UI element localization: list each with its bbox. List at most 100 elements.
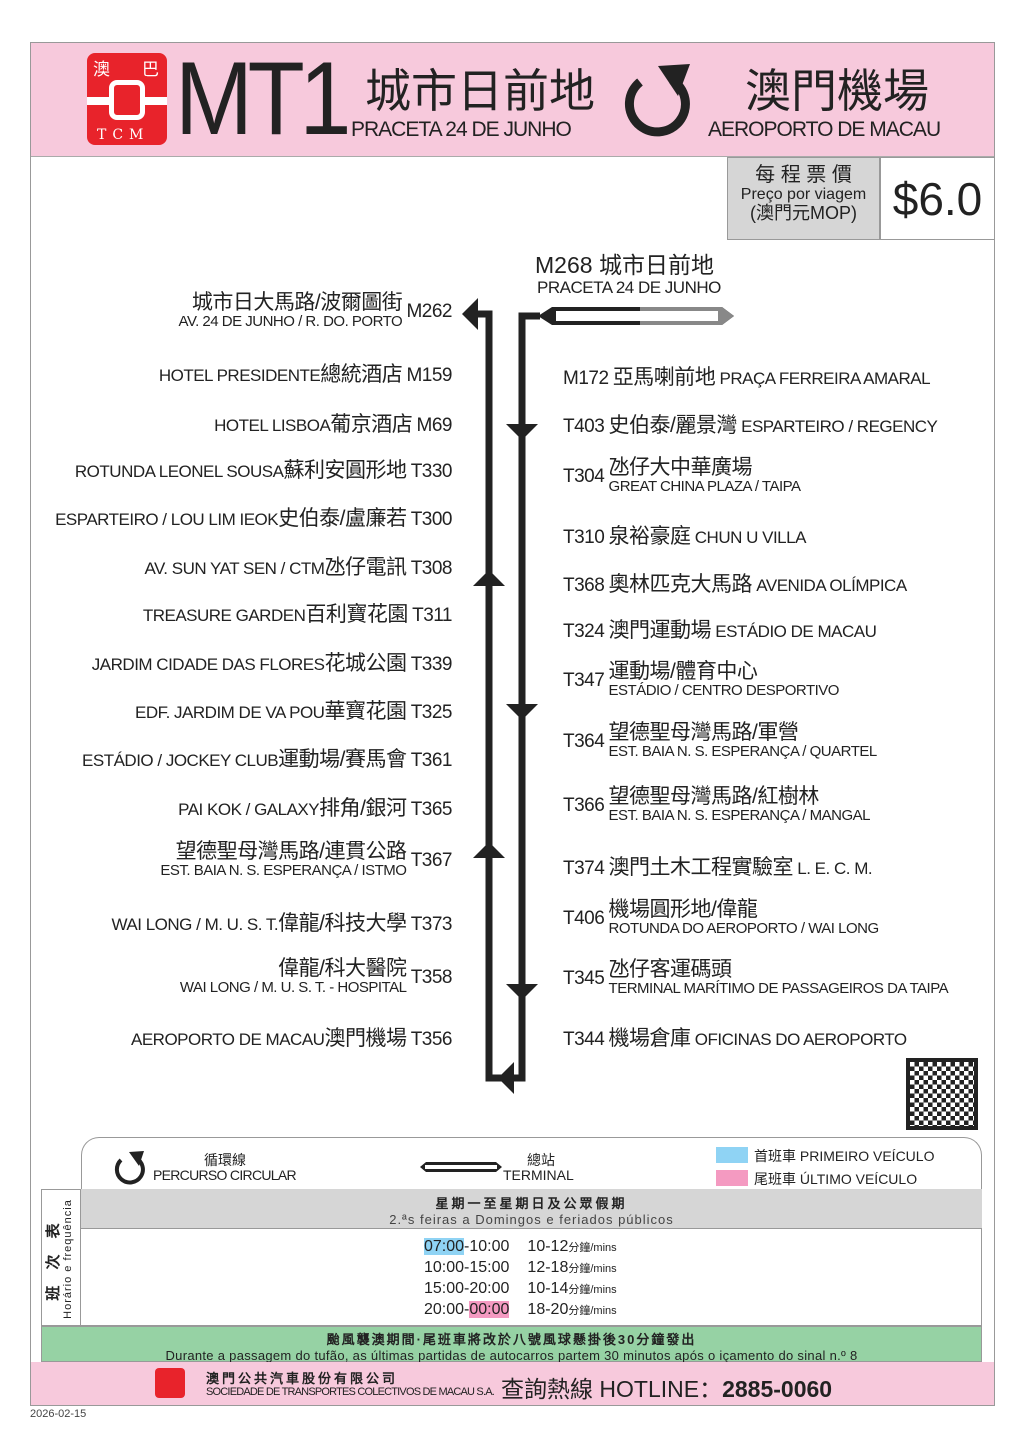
legend: 循環線 PERCURSO CIRCULAR 總站 TERMINAL 首班車 PR… [81,1137,982,1189]
logo-text: TCM [97,127,150,143]
fare-currency: (澳門元MOP) [750,203,857,223]
arrow-down-icon [506,704,538,720]
stop: EDF. JARDIM DE VA POU華寶花園 T325 [135,695,453,725]
stop: T324 澳門運動場 ESTÁDIO DE MACAU [563,614,877,644]
stop-name-pt: ESTÁDIO / CENTRO DESPORTIVO [608,682,840,699]
stop-name-pt: WAI LONG / M. U. S. T. - HOSPITAL [179,979,407,996]
stop: TREASURE GARDEN百利寶花園 T311 [142,598,453,628]
terminal-icon [538,307,734,325]
stop-name-pt: EST. BAIA N. S. ESPERANÇA / QUARTEL [608,743,878,760]
stop-code: T304 [563,466,605,487]
hotline-number[interactable]: 2885-0060 [722,1376,833,1402]
legend-last-cn: 尾班車 [754,1171,796,1187]
stop-name-pt: GREAT CHINA PLAZA / TAIPA [608,478,802,495]
stop-name-pt: OFICINAS DO AEROPORTO [694,1030,907,1049]
frequency: 10-14 [527,1280,569,1297]
stop: ESTÁDIO / JOCKEY CLUB運動場/賽馬會 T361 [82,743,452,773]
stop-name-pt: ROTUNDA DO AEROPORTO / WAI LONG [608,920,880,937]
stop-name-pt: EST. BAIA N. S. ESPERANÇA / ISTMO [160,862,407,879]
stop-name-cn: 城市日前地 [598,252,714,278]
stop-name-pt: TREASURE GARDEN [142,606,306,625]
stop-name-pt: PAI KOK / GALAXY [178,800,320,819]
stop-name-cn: 望德聖母灣馬路/紅樹林 [608,785,820,808]
end-time: 10:00 [469,1238,510,1255]
stop-name-cn: 澳門土木工程實驗室 [608,856,794,879]
stop-name-cn: 偉龍/科技大學 [278,912,407,935]
stop-code: T406 [563,908,605,929]
stop-code: T300 [410,509,453,530]
stop-code: T374 [563,858,605,879]
stop-code: T364 [563,731,605,752]
origin-pt: PRACETA 24 DE JUNHO [351,118,572,141]
fare-label: 每 程 票 價 Preço por viagem (澳門元MOP) [727,157,880,240]
fare-label-cn: 每 程 票 價 [755,164,852,186]
logo-char: 澳 [93,60,110,80]
stop-name-pt: AV. SUN YAT SEN / CTM [144,559,325,578]
company-pt: SOCIEDADE DE TRANSPORTES COLECTIVOS DE M… [206,1386,495,1398]
legend-first-pt: PRIMEIRO VEÍCULO [799,1148,935,1164]
stop-code: T367 [410,850,453,871]
stop-name-cn: 氹仔客運碼頭 [608,958,732,981]
stop-name-cn: 澳門機場 [324,1027,407,1050]
route-number: MT1 [175,41,351,157]
stop: AV. SUN YAT SEN / CTM氹仔電訊 T308 [144,551,452,581]
legend-terminal-pt: TERMINAL [503,1167,574,1183]
stop-code: T347 [563,670,605,691]
stop-name-cn: 蘇利安圓形地 [283,459,407,482]
page-frame [30,42,995,1406]
stop-name-pt: PRAÇA FERREIRA AMARAL [719,369,931,388]
frequency-unit: 分鐘/mins [568,1242,617,1254]
bus-icon [109,80,145,120]
fare-price: $6.0 [880,157,995,240]
stop-name-pt: ESPARTEIRO / LOU LIM IEOK [55,510,279,529]
terminal-icon [420,1162,502,1172]
legend-circular-pt: PERCURSO CIRCULAR [153,1167,297,1183]
stop: M172 亞馬喇前地 PRAÇA FERREIRA AMARAL [563,361,931,391]
stop-code: T339 [410,654,453,675]
start-time: 10:00 [424,1259,465,1276]
company-cn: 澳門公共汽車股份有限公司 [206,1371,399,1386]
stop-name-pt: ESTÁDIO DE MACAU [715,622,877,641]
stop-code: T358 [410,967,453,988]
stop: WAI LONG / M. U. S. T.偉龍/科技大學 T373 [111,907,453,937]
stop-code: T311 [412,605,452,626]
stop: HOTEL PRESIDENTE總統酒店 M159 [159,358,453,388]
stop-name-cn: 望德聖母灣馬路/連貫公路 [175,840,407,863]
stop-name-pt: WAI LONG / M. U. S. T. [111,915,279,934]
typhoon-pt: Durante a passagem do tufão, as últimas … [165,1348,858,1363]
stop-name-pt: JARDIM CIDADE DAS FLORES [91,655,325,674]
qr-code[interactable] [906,1058,978,1130]
start-time: 15:00 [424,1280,465,1297]
stop-name-cn: 機場倉庫 [608,1027,692,1050]
tcm-logo-small [155,1368,185,1398]
last-vehicle-swatch [716,1170,748,1186]
end-time: 15:00 [469,1259,510,1276]
legend-terminal-cn: 總站 [527,1152,555,1168]
arrow-up-icon [473,570,505,586]
stop: T310 泉裕豪庭 CHUN U VILLA [563,520,806,550]
stop-code: T330 [410,461,453,482]
stop-name-pt: AEROPORTO DE MACAU [130,1030,325,1049]
stop-name-cn: 花城公園 [324,652,407,675]
typhoon-notice: 颱風襲澳期間·尾班車將改於八號風球懸掛後30分鐘發出 Durante a pas… [41,1326,982,1363]
stop-code: T365 [410,799,453,820]
stop-name-cn: 偉龍/科大醫院 [278,957,407,980]
stop-name-pt: TERMINAL MARÍTIMO DE PASSAGEIROS DA TAIP… [608,980,949,997]
days-cn: 星期一至星期日及公眾假期 [435,1196,628,1211]
fare-label-pt: Preço por viagem [740,186,867,203]
timetable-title-pt: Horário e frequência [62,1199,74,1319]
stop: T368 奧林匹克大馬路 AVENIDA OLÍMPICA [563,568,907,598]
stop-name-cn: 奧林匹克大馬路 [608,573,753,596]
stop-name-cn: 運動場/賽馬會 [278,748,407,771]
header [31,43,994,157]
stop: ESPARTEIRO / LOU LIM IEOK史伯泰/盧廉若 T300 [55,502,452,532]
stop-name-pt: AV. 24 DE JUNHO / R. DO. PORTO [178,313,403,330]
stop-name-cn: 氹仔電訊 [324,556,407,579]
